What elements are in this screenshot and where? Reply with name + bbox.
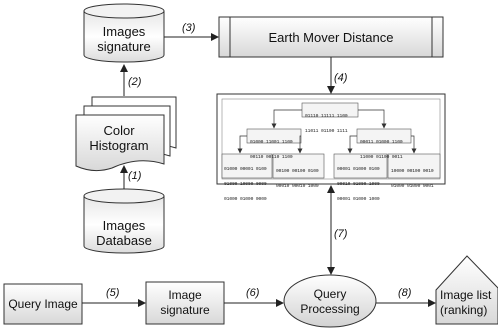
images-database-label: Images Database bbox=[84, 218, 164, 248]
color-histogram-label-line1: Color bbox=[103, 123, 135, 138]
tree-leaf-3-line1: 00001 01000 0100 bbox=[337, 167, 380, 172]
earth-mover-distance-shape bbox=[218, 16, 444, 58]
image-signature-shape bbox=[145, 281, 225, 325]
tree-leaf-4-line2: 01000 01000 0001 bbox=[391, 184, 434, 189]
image-signature-label-line2: signature bbox=[160, 303, 210, 317]
step-label-8: (8) bbox=[398, 287, 412, 299]
image-list-label-line2: (ranking) bbox=[440, 303, 488, 317]
query-processing-label: Query Processing bbox=[290, 287, 370, 317]
color-histogram-label: Color Histogram bbox=[72, 123, 166, 153]
step-label-2: (2) bbox=[128, 76, 142, 88]
step-label-4: (4) bbox=[334, 72, 348, 84]
images-signature-label-line1: Images bbox=[102, 24, 146, 39]
tree-leaf-2-line1: 00100 00100 0100 bbox=[276, 169, 319, 174]
signature-tree-container-shape bbox=[216, 93, 446, 185]
tree-leaf-1: 01000 00001 0100 01000 10000 0000 01000 … bbox=[224, 157, 267, 207]
step-label-1: (1) bbox=[128, 170, 142, 182]
image-signature-label-line1: Image bbox=[168, 288, 202, 302]
step-label-3: (3) bbox=[182, 22, 196, 34]
image-list-shape bbox=[435, 255, 498, 325]
query-image-label: Query Image bbox=[8, 297, 78, 311]
tree-leaf-1-line2: 01000 10000 0000 bbox=[224, 182, 267, 187]
tree-leaf-4-line1: 10000 00100 0010 bbox=[391, 169, 434, 174]
image-list-label: Image list (ranking) bbox=[440, 288, 498, 318]
tree-leaf-2: 00100 00100 0100 00010 00010 1000 bbox=[276, 159, 319, 194]
tree-left-line2: 00110 00110 1100 bbox=[250, 155, 293, 160]
query-processing-label-line1: Query bbox=[313, 287, 347, 301]
tree-leaf-4: 10000 00100 0010 01000 01000 0001 bbox=[391, 159, 434, 194]
tree-right-line2: 11000 01100 0011 bbox=[360, 155, 403, 160]
tree-right-node: 00011 01000 1100 11000 01100 0011 bbox=[360, 130, 403, 165]
query-processing-label-line2: Processing bbox=[300, 302, 360, 316]
color-histogram-documents-shape bbox=[75, 96, 177, 172]
step-label-7: (7) bbox=[334, 228, 348, 240]
color-histogram-label-line2: Histogram bbox=[89, 138, 149, 153]
tree-root-node: 01110 11111 1100 11011 01100 1111 bbox=[305, 104, 348, 139]
tree-leaf-3-line2: 00010 01000 1000 bbox=[337, 182, 380, 187]
tree-left-line1: 01000 11001 1100 bbox=[250, 140, 293, 145]
image-signature-label: Image signature bbox=[146, 288, 224, 318]
tree-right-line1: 00011 01000 1100 bbox=[360, 140, 403, 145]
images-database-shape bbox=[83, 188, 165, 254]
earth-mover-distance-label: Earth Mover Distance bbox=[268, 30, 394, 45]
images-signature-label: Images signature bbox=[84, 24, 164, 54]
query-processing-shape bbox=[283, 274, 377, 328]
images-signature-label-line2: signature bbox=[97, 39, 151, 54]
images-database-label-line1: Images bbox=[102, 218, 146, 233]
image-list-label-line1: Image list bbox=[440, 288, 492, 302]
step-label-6: (6) bbox=[246, 287, 260, 299]
images-database-label-line2: Database bbox=[96, 233, 152, 248]
tree-leaf-2-line2: 00010 00010 1000 bbox=[276, 184, 319, 189]
tree-leaf-3: 00001 01000 0100 00010 01000 1000 00001 … bbox=[337, 157, 380, 207]
images-signature-database-shape bbox=[83, 3, 165, 63]
tree-left-node: 01000 11001 1100 00110 00110 1100 bbox=[250, 130, 293, 165]
tree-root-line2: 11011 01100 1111 bbox=[305, 129, 348, 134]
tree-root-line1: 01110 11111 1100 bbox=[305, 114, 348, 119]
step-label-5: (5) bbox=[106, 287, 120, 299]
tree-leaf-1-line1: 01000 00001 0100 bbox=[224, 167, 267, 172]
query-image-shape bbox=[3, 283, 83, 325]
tree-leaf-1-line3: 01000 01000 0000 bbox=[224, 197, 267, 202]
tree-leaf-3-line3: 00001 01000 1000 bbox=[337, 197, 380, 202]
